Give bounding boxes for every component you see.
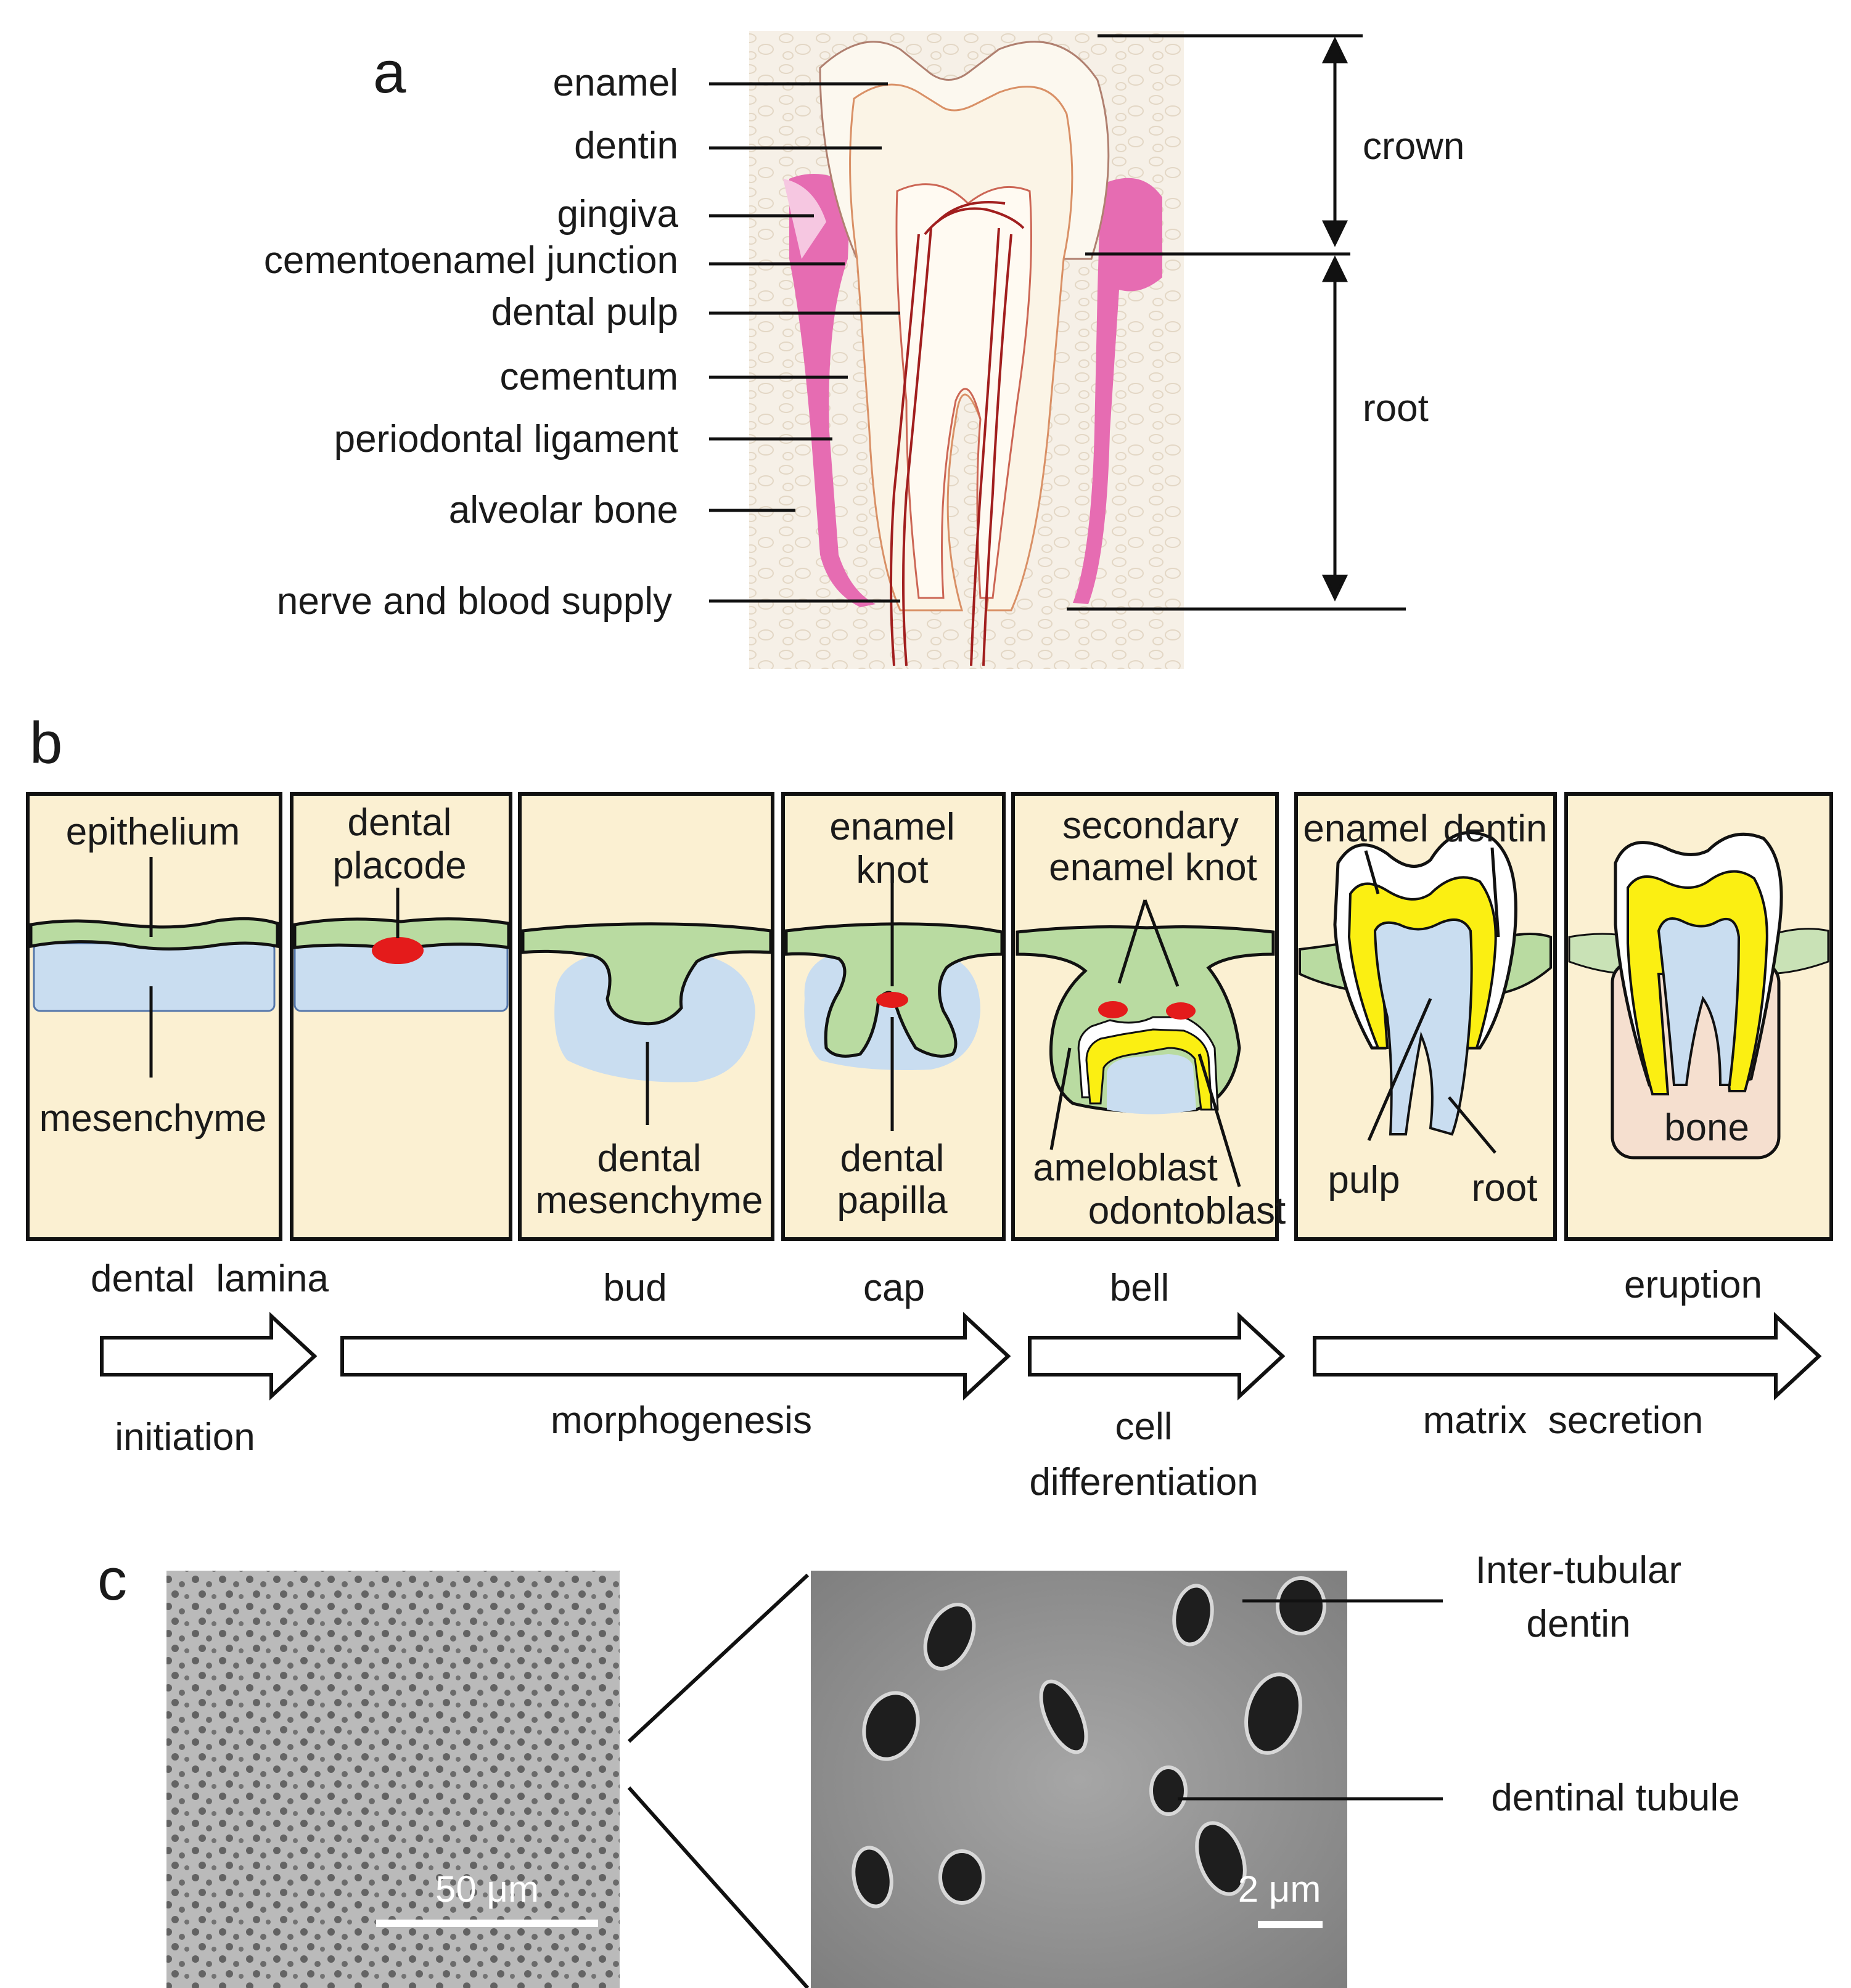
arrow-matrix-secretion [1313, 1312, 1822, 1401]
label-bone: bone [1664, 1106, 1749, 1149]
mesenchyme-layer [33, 942, 276, 1012]
epithelium-layer [29, 917, 279, 951]
epithelium-layer-2 [293, 917, 511, 951]
process-morphogenesis: morphogenesis [551, 1399, 812, 1442]
bell-yellow-layer [1085, 1028, 1213, 1111]
label-dental-bud: dental [597, 1137, 702, 1180]
secretion-pulp [1373, 918, 1473, 1136]
nerve-and-blood-vessels [890, 201, 1025, 666]
label-pulp: pulp [1328, 1159, 1400, 1201]
tubule-openings [852, 1576, 1326, 1908]
micrograph-right [811, 1571, 1347, 1988]
label-cementoenamel-junction: cementoenamel junction [264, 239, 678, 282]
panel-c-labels: Inter-tubular dentin dentinal tubule [1475, 1549, 1740, 1819]
stage-cap: cap [863, 1267, 925, 1309]
label-dental-cap: dental [840, 1137, 945, 1180]
panel-a-labels: enamel dentin gingiva cementoenamel junc… [264, 62, 1464, 623]
arrow-morphogenesis [340, 1312, 1011, 1401]
label-mesenchyme: mesenchyme [39, 1097, 267, 1140]
crown-root-arrows [1322, 36, 1348, 602]
label-gingiva: gingiva [557, 193, 679, 235]
secretion-epithelium-right [1503, 933, 1552, 994]
label-dentin: dentin [574, 125, 678, 167]
arrow-cell-differentiation [1028, 1312, 1286, 1401]
label-knot: knot [856, 849, 928, 891]
box1-drawing: epithelium mesenchyme [29, 811, 279, 1140]
secondary-knot-right [1166, 1002, 1196, 1020]
gingiva-right [1073, 178, 1162, 604]
eruption-pulp [1657, 917, 1741, 1086]
process-labels: initiation morphogenesis cell differenti… [115, 1399, 1703, 1503]
label-root: root [1363, 387, 1429, 430]
stage-bud: bud [603, 1267, 667, 1309]
box6-drawing: enamel dentin pulp root [1299, 808, 1552, 1209]
stage-dental-lamina: dental lamina [91, 1258, 329, 1300]
label-placode: placode [332, 845, 466, 887]
gingiva-left [789, 174, 876, 607]
label-enamel-cap: enamel [829, 806, 954, 848]
gingiva-left-pale [783, 179, 826, 259]
panel-a-letter: a [373, 39, 406, 105]
enamel-knot [876, 992, 908, 1008]
panel-b-letter: b [30, 710, 62, 776]
label-ameloblast: ameloblast [1033, 1147, 1218, 1189]
label-periodontal-ligament: periodontal ligament [334, 418, 678, 460]
process-cell: cell [1115, 1405, 1172, 1448]
label-dental-pulp: dental pulp [491, 291, 678, 333]
label-enamel-secretion: enamel [1303, 808, 1428, 850]
label-dental: dental [348, 801, 452, 844]
process-differentiation: differentiation [1029, 1461, 1258, 1503]
dental-placode [372, 937, 424, 964]
label-inter-tubular: Inter-tubular [1475, 1549, 1681, 1592]
panel-c-letter: c [97, 1547, 127, 1613]
eruption-epithelium-right [1762, 928, 1829, 975]
stage-labels: dental lamina bud cap bell eruption [91, 1258, 1762, 1309]
micrograph-left-haze [166, 1571, 620, 1988]
scale-label-left: 50 μm [435, 1868, 539, 1910]
optical-micrograph: 50 μm [166, 1571, 620, 1988]
pulp [895, 183, 1032, 599]
zoom-lines [627, 1573, 810, 1988]
box7-drawing: bone [1568, 832, 1829, 1160]
box-initiation [26, 792, 282, 1241]
process-arrows [100, 1312, 1822, 1401]
label-enamel-knot-secondary: enamel knot [1049, 846, 1257, 889]
panel-a-leader-lines [709, 34, 1406, 611]
box4-drawing: enamel knot dental papilla [784, 806, 1004, 1222]
tooth-illustration [749, 31, 1184, 669]
stage-eruption: eruption [1624, 1264, 1762, 1306]
micrograph-left [166, 1571, 620, 1988]
box5-drawing: secondary enamel knot ameloblast odontob… [1016, 804, 1286, 1232]
label-cementum: cementum [500, 356, 678, 398]
label-epithelium: epithelium [66, 811, 240, 853]
sem-micrograph: 2 μm [811, 1571, 1347, 1988]
box2-drawing: dental placode [293, 801, 511, 1012]
arrow-initiation [100, 1312, 318, 1401]
label-crown: crown [1363, 125, 1464, 168]
bell-papilla [1107, 1054, 1196, 1115]
stage-bell: bell [1110, 1267, 1170, 1309]
process-matrix-secretion: matrix secretion [1423, 1399, 1704, 1442]
label-odontoblast: odontoblast [1088, 1190, 1286, 1232]
label-nerve-and-blood-supply: nerve and blood supply [277, 580, 672, 623]
label-root-secretion: root [1472, 1167, 1538, 1209]
process-initiation: initiation [115, 1416, 255, 1458]
tooth-bud [521, 922, 773, 1026]
cap-epithelium [784, 922, 1004, 1058]
label-alveolar-bone: alveolar bone [449, 489, 678, 531]
label-secondary: secondary [1062, 804, 1239, 847]
box-placode [290, 792, 512, 1241]
label-enamel: enamel [553, 62, 678, 104]
scale-label-right: 2 μm [1238, 1868, 1321, 1910]
label-dental-mesenchyme: mesenchyme [536, 1179, 763, 1222]
label-papilla: papilla [837, 1179, 948, 1222]
secondary-knot-left [1098, 1001, 1128, 1018]
label-dentin-secretion: dentin [1443, 808, 1548, 850]
label-dentinal-tubule: dentinal tubule [1491, 1777, 1739, 1819]
box3-drawing: dental mesenchyme [521, 922, 773, 1222]
label-inter-tubular-dentin: dentin [1527, 1603, 1631, 1645]
panel-c-leaders [1178, 1599, 1443, 1801]
